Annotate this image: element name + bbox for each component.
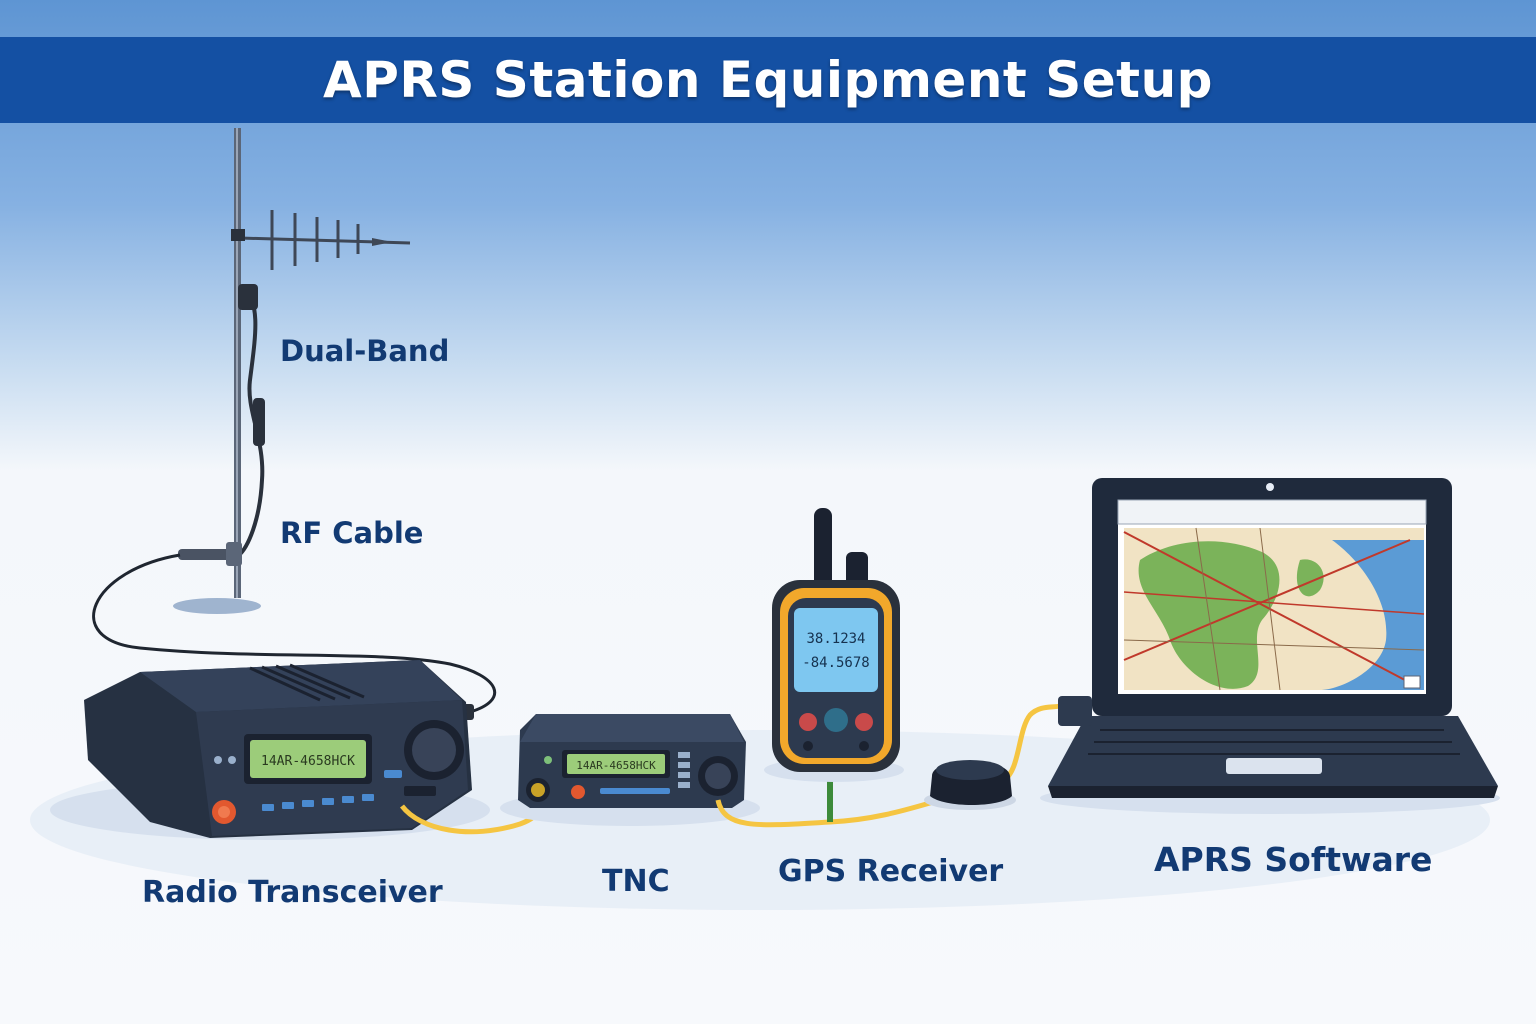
data-cable-tnc-gps — [715, 797, 941, 828]
gps-puck-antenna — [924, 760, 1016, 810]
radio-display-text: 14AR-4658HCK — [261, 754, 355, 769]
antenna — [173, 128, 411, 614]
page-title: APRS Station Equipment Setup — [323, 51, 1213, 109]
radio-transceiver: 14AR-4658HCK — [50, 660, 490, 840]
label-antenna: Dual-Band — [280, 334, 450, 368]
data-cable-laptop — [1002, 703, 1061, 783]
label-radio-transceiver: Radio Transceiver — [142, 875, 443, 910]
gps-display-line2: -84.5678 — [802, 655, 869, 671]
label-tnc: TNC — [602, 864, 670, 899]
gps-receiver: 38.1234 -84.5678 — [764, 508, 904, 782]
gps-display-line1: 38.1234 — [806, 631, 865, 647]
label-rf-cable: RF Cable — [280, 516, 424, 550]
label-gps-receiver: GPS Receiver — [778, 854, 1004, 889]
rf-cable — [92, 553, 496, 714]
tnc-display-text: 14AR-4658HCK — [576, 759, 656, 772]
title-bar: APRS Station Equipment Setup — [0, 37, 1536, 123]
label-aprs-software: APRS Software — [1154, 840, 1433, 879]
laptop — [1040, 478, 1500, 814]
tnc-device: 14AR-4658HCK — [500, 714, 760, 826]
